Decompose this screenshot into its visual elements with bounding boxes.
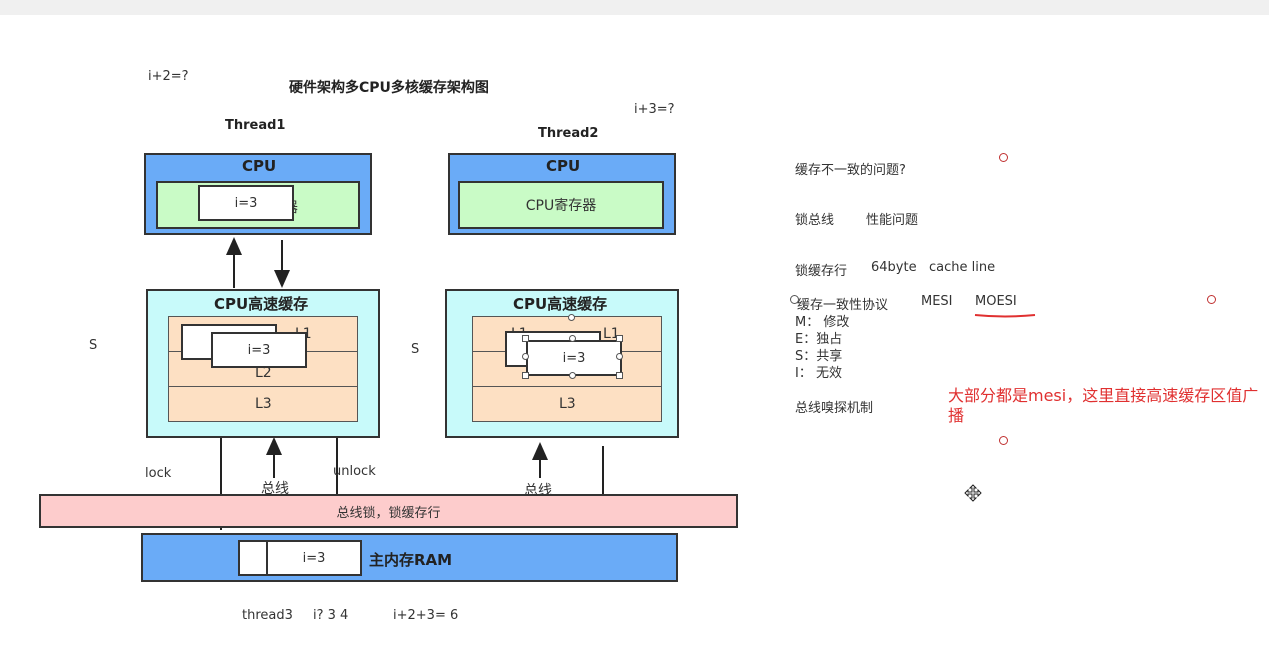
note-lock-cache-line: 锁缓存行 xyxy=(795,264,848,279)
mesi-item-s: S：共享 xyxy=(795,349,843,364)
main-memory-ram-box[interactable]: i=3 主内存RAM xyxy=(141,533,678,582)
note-bus-snooping: 总线嗅探机制 xyxy=(795,401,874,416)
note-i-values: i? 3 4 xyxy=(313,608,349,623)
note-thread3: thread3 xyxy=(242,608,293,623)
diagram-title: 硬件架构多CPU多核缓存架构图 xyxy=(289,80,489,96)
anchor-dot[interactable] xyxy=(1207,295,1216,304)
thread2-register-box[interactable]: CPU寄存器 xyxy=(458,181,664,229)
resize-handle-top-right[interactable] xyxy=(616,335,623,342)
ram-label: 主内存RAM xyxy=(369,551,453,569)
thread1-cpu-label: CPU xyxy=(242,157,277,175)
bus-lock-bar[interactable]: 总线锁，锁缓存行 xyxy=(39,494,738,528)
thread1-register-box[interactable]: 器 i=3 xyxy=(156,181,360,229)
s-label-left: S xyxy=(89,338,98,353)
thread2-l3-box[interactable]: L3 xyxy=(472,386,662,422)
resize-handle-bottom-right[interactable] xyxy=(616,372,623,379)
resize-handle-right[interactable] xyxy=(616,353,623,360)
note-moesi: MOESI xyxy=(975,294,1017,309)
anchor-dot[interactable] xyxy=(790,295,799,304)
lock-label: lock xyxy=(145,466,172,481)
note-i-plus-3: i+3=? xyxy=(634,102,675,117)
thread1-register-value-box[interactable]: i=3 xyxy=(198,185,294,221)
resize-handle-top[interactable] xyxy=(569,335,576,342)
note-i-plus-2: i+2=? xyxy=(148,69,189,84)
red-annotation: 大部分都是mesi，这里直接高速缓存区值广播 xyxy=(948,386,1259,425)
top-toolbar-strip xyxy=(0,0,1269,15)
ram-value-box[interactable]: i=3 xyxy=(266,540,362,576)
thread2-label: Thread2 xyxy=(538,126,599,141)
thread1-cache-label: CPU高速缓存 xyxy=(214,295,309,313)
thread1-cache-box[interactable]: CPU高速缓存 L1 L2 L3 i=3 xyxy=(146,289,380,438)
resize-handle-top-left[interactable] xyxy=(522,335,529,342)
mesi-item-m: M： 修改 xyxy=(795,315,850,330)
bus-label-left: 总线 xyxy=(261,481,289,497)
note-cache-line: cache line xyxy=(929,260,996,275)
anchor-dot[interactable] xyxy=(999,153,1008,162)
resize-handle-bottom-left[interactable] xyxy=(522,372,529,379)
note-mesi: MESI xyxy=(921,294,953,309)
mesi-item-e: E：独占 xyxy=(795,332,843,347)
thread1-label: Thread1 xyxy=(225,118,286,133)
note-lock-bus: 锁总线 xyxy=(795,213,835,228)
thread2-cpu-label: CPU xyxy=(546,157,581,175)
mesi-item-i: I： 无效 xyxy=(795,366,842,381)
resize-handle-bottom[interactable] xyxy=(569,372,576,379)
note-cache-inconsistency: 缓存不一致的问题? xyxy=(795,163,906,178)
thread2-cache-box[interactable]: CPU高速缓存 L1 L1 L3 i=3 xyxy=(445,289,679,438)
s-label-right: S xyxy=(411,342,420,357)
resize-handle-left[interactable] xyxy=(522,353,529,360)
thread1-l3-label: L3 xyxy=(255,396,272,412)
rotate-handle[interactable] xyxy=(568,314,575,321)
ram-slot-box[interactable] xyxy=(238,540,268,576)
moesi-underline xyxy=(974,314,1036,318)
note-performance: 性能问题 xyxy=(866,213,919,228)
thread1-l2-label: L2 xyxy=(255,365,272,381)
move-cursor-icon xyxy=(964,484,982,502)
unlock-label: unlock xyxy=(333,464,376,479)
anchor-dot[interactable] xyxy=(999,436,1008,445)
thread2-cpu-box[interactable]: CPU CPU寄存器 xyxy=(448,153,676,235)
thread2-cache-value-box[interactable]: i=3 xyxy=(526,340,622,376)
note-64byte: 64byte xyxy=(871,260,917,275)
thread2-l1-label: L1 xyxy=(603,326,620,342)
thread1-cpu-box[interactable]: CPU 器 i=3 xyxy=(144,153,372,235)
thread1-l3-box[interactable]: L3 xyxy=(168,386,358,422)
note-i-sum: i+2+3= 6 xyxy=(393,608,459,623)
note-coherence-protocol: 缓存一致性协议 xyxy=(797,298,889,313)
thread1-cache-value-box[interactable]: i=3 xyxy=(211,332,307,368)
thread2-cache-label: CPU高速缓存 xyxy=(513,295,608,313)
thread2-l3-label: L3 xyxy=(559,396,576,412)
